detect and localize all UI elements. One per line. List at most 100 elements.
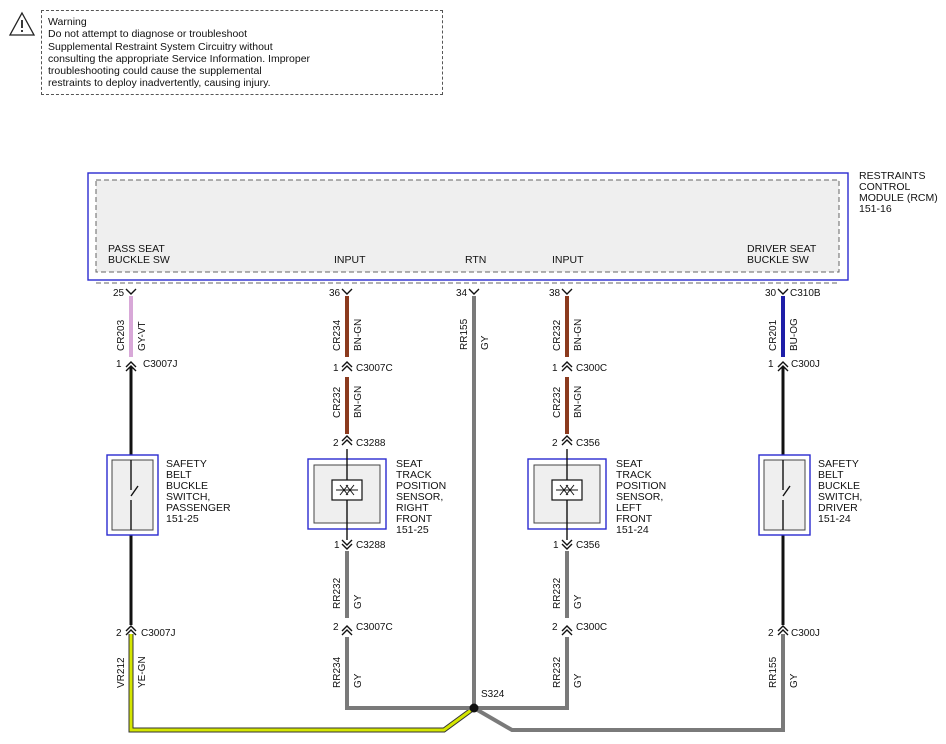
component-label: SEAT	[396, 458, 423, 470]
circuit-color: BU-OG	[789, 318, 800, 351]
circuit-id: CR234	[332, 319, 343, 351]
component-label: BUCKLE	[818, 480, 860, 492]
module-pin-label-pass-seat: PASS SEAT	[108, 243, 165, 255]
wire-rr234	[345, 637, 474, 710]
module-inner-panel	[95, 179, 840, 273]
component-label: BELT	[166, 469, 192, 481]
circuit-color: GY	[573, 594, 584, 609]
component-label: SENSOR,	[616, 491, 663, 503]
circuit-color: GY	[573, 673, 584, 688]
component-label: BUCKLE	[166, 480, 208, 492]
circuit-id: CR232	[552, 386, 563, 418]
circuit-color: YE-GN	[137, 656, 148, 688]
connector-name: C3007C	[356, 363, 393, 374]
component-label: LEFT	[616, 502, 642, 514]
wire-vr212	[128, 634, 476, 733]
module-pin-label-pass-seat: BUCKLE SW	[108, 254, 170, 266]
seat-track-sensor-left	[527, 449, 607, 540]
component-label: TRACK	[616, 469, 652, 481]
circuit-color: BN-GN	[353, 319, 364, 351]
component-label: POSITION	[396, 480, 446, 492]
circuit-color: GY	[789, 673, 800, 688]
circuit-id: VR212	[116, 657, 127, 688]
component-label: SAFETY	[818, 458, 859, 470]
component-label: 151-24	[616, 524, 649, 536]
wire-vr212-fill	[129, 634, 475, 732]
component-label: DRIVER	[818, 502, 858, 514]
module-page-ref: 151-16	[859, 203, 892, 215]
pin-number: 36	[329, 288, 341, 299]
pin-number: 25	[113, 288, 125, 299]
wire-rr155-driver	[472, 634, 785, 732]
connector-pin: 2	[333, 438, 339, 449]
connector-pin: 1	[333, 363, 339, 374]
module-connector-id: C310B	[790, 288, 821, 299]
warning-text-line: Supplemental Restraint System Circuitry …	[48, 40, 273, 53]
connector-pin: 1	[116, 359, 122, 370]
module-name: RESTRAINTS	[859, 170, 926, 182]
circuit-id: RR232	[552, 577, 563, 609]
component-label: SENSOR,	[396, 491, 443, 503]
connector-pin: 2	[333, 622, 339, 633]
module-pin-label-input-right: INPUT	[334, 254, 366, 266]
splice-s324-dot	[469, 703, 479, 713]
circuit-color: BN-GN	[353, 386, 364, 418]
connector-pin: 2	[768, 628, 774, 639]
component-label: RIGHT	[396, 502, 429, 514]
pin-number: 30	[765, 288, 777, 299]
component-label: SWITCH,	[818, 491, 862, 503]
warning-box: Warning Do not attempt to diagnose or tr…	[41, 10, 443, 95]
connector-name: C300J	[791, 359, 820, 370]
circuit-id: CR201	[768, 319, 779, 351]
module-pin-label-driver-seat: DRIVER SEAT	[747, 243, 817, 255]
connector-name: C3007J	[143, 359, 177, 370]
connector-pin: 1	[552, 363, 558, 374]
component-label: SAFETY	[166, 458, 207, 470]
circuit-id: RR232	[332, 577, 343, 609]
connector-pin: 1	[553, 540, 559, 551]
circuit-id: RR155	[459, 318, 470, 350]
connector-name: C300C	[576, 622, 607, 633]
component-label: POSITION	[616, 480, 666, 492]
circuit-color: GY	[353, 673, 364, 688]
connector-name: C300C	[576, 363, 607, 374]
component-label: TRACK	[396, 469, 432, 481]
module-pin-label-driver-seat: BUCKLE SW	[747, 254, 809, 266]
connector-pin: 2	[552, 438, 558, 449]
component-label: SEAT	[616, 458, 643, 470]
circuit-id: RR232	[552, 656, 563, 688]
circuit-color: BN-GN	[573, 319, 584, 351]
circuit-id: RR155	[768, 656, 779, 688]
switch-icon	[130, 485, 139, 497]
warning-text-line: restraints to deploy inadvertently, caus…	[48, 77, 271, 90]
component-label: SWITCH,	[166, 491, 210, 503]
circuit-id: CR232	[332, 386, 343, 418]
component-label: BELT	[818, 469, 844, 481]
circuit-color: GY	[353, 594, 364, 609]
switch-icon	[782, 485, 791, 497]
module-pin-label-rtn: RTN	[465, 254, 486, 266]
circuit-id: RR234	[332, 656, 343, 688]
component-label: PASSENGER	[166, 502, 231, 514]
connector-pin: 1	[334, 540, 340, 551]
connector-name: C3288	[356, 438, 386, 449]
component-label: FRONT	[396, 513, 433, 525]
pin-number: 34	[456, 288, 468, 299]
hall-sensor-icon	[336, 484, 358, 496]
connector-pin: 2	[552, 622, 558, 633]
circuit-color: GY-VT	[137, 321, 148, 351]
inline-connector-symbols	[125, 361, 789, 636]
driver-buckle-switch	[758, 454, 811, 536]
connector-name: C356	[576, 540, 600, 551]
wire-rr232-left-to-splice	[474, 637, 569, 710]
circuit-id: CR232	[552, 319, 563, 351]
component-label: 151-24	[818, 513, 851, 525]
circuit-color: BN-GN	[573, 386, 584, 418]
component-label: FRONT	[616, 513, 653, 525]
connector-name: C300J	[791, 628, 820, 639]
warning-title: Warning	[48, 16, 87, 28]
circuit-id: CR203	[116, 319, 127, 351]
warning-text-line: Do not attempt to diagnose or troublesho…	[48, 28, 248, 41]
module-name: MODULE (RCM)	[859, 192, 938, 204]
component-label: 151-25	[166, 513, 199, 525]
